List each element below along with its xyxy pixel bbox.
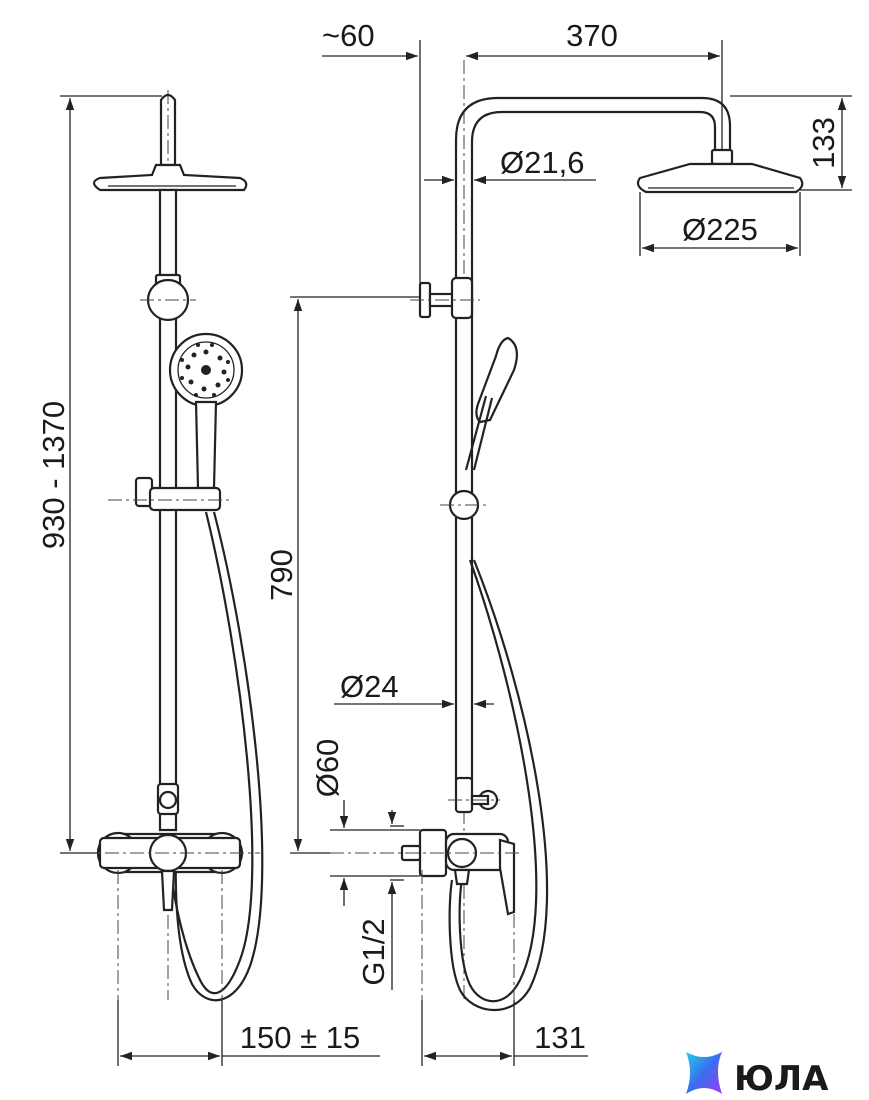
front-view	[80, 90, 264, 1002]
dim-overall-height: 930 - 1370	[36, 401, 71, 549]
dim-arm-length: 370	[566, 18, 618, 53]
dim-slide-bar: 790	[264, 549, 299, 601]
hand-shower-nozzles	[180, 343, 230, 397]
dim-offset: ~60	[322, 18, 375, 53]
side-view	[330, 60, 804, 1012]
dim-mixer-depth: 131	[534, 1020, 586, 1055]
dim-tube-diameter: Ø24	[340, 669, 399, 704]
brand-star-icon	[686, 1052, 722, 1094]
dim-pipe-diameter: Ø21,6	[500, 145, 584, 180]
dimension-lines	[60, 40, 852, 1066]
dim-thread: G1/2	[356, 918, 391, 985]
brand-name: ЮЛА	[734, 1059, 829, 1099]
dim-inlet-spacing: 150 ± 15	[240, 1020, 360, 1055]
dim-mixer-diameter: Ø60	[310, 739, 345, 798]
dim-head-drop: 133	[806, 117, 841, 169]
dim-head-diameter: Ø225	[682, 212, 758, 247]
brand-logo: ЮЛА	[686, 1052, 829, 1099]
